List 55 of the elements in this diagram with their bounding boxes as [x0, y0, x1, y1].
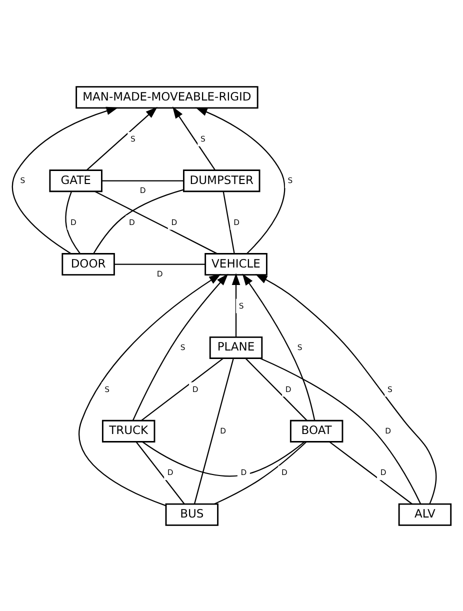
arrow — [86, 106, 158, 170]
edge-label: S — [180, 342, 186, 352]
node-box: GATE — [49, 169, 102, 192]
arrow — [172, 106, 216, 170]
node-box: BOAT — [290, 419, 344, 442]
arrow — [242, 273, 316, 420]
edge-label: S — [297, 342, 302, 352]
connector — [245, 357, 308, 420]
edge-label: S — [238, 300, 244, 310]
edge-label: D — [220, 426, 226, 435]
node-box: DUMPSTER — [183, 169, 260, 192]
edge-label: D — [167, 468, 174, 477]
edge-label: D — [285, 384, 292, 394]
edge-label: D — [282, 468, 288, 477]
node-box: DOOR — [62, 252, 115, 276]
edge-label: D — [140, 186, 146, 195]
edge-label: S — [388, 384, 392, 394]
node-box: ALV — [398, 502, 452, 526]
edge-label: S — [130, 134, 136, 143]
connector — [329, 440, 412, 504]
edge-label: D — [129, 217, 135, 226]
arrow — [132, 273, 228, 420]
node-box: TRUCK — [102, 419, 156, 442]
connector — [114, 263, 206, 264]
node-box: MAN-MADE-MOVEABLE-RIGID — [76, 86, 258, 108]
node-box: BUS — [165, 502, 218, 526]
edge-label: D — [156, 269, 163, 278]
edge-label: D — [70, 217, 76, 226]
arrow — [78, 273, 222, 506]
edge-label: D — [234, 217, 240, 226]
edge-label: D — [192, 384, 198, 394]
connector — [214, 440, 307, 504]
connector — [94, 190, 218, 254]
connector — [142, 440, 305, 476]
connector — [260, 357, 422, 504]
connector — [136, 440, 185, 504]
edge-label: S — [20, 176, 26, 185]
edge-label: D — [171, 217, 178, 226]
arrow — [195, 106, 286, 254]
connector — [140, 357, 224, 420]
edge-label: D — [385, 426, 392, 435]
edge-label: D — [380, 468, 386, 477]
edge-label: S — [200, 134, 206, 143]
edge-label: S — [104, 384, 110, 394]
connector — [222, 190, 235, 254]
node-box: VEHICLE — [204, 252, 268, 276]
arrow — [12, 106, 118, 254]
arrow — [232, 272, 240, 337]
connector — [93, 188, 184, 254]
edge-label: S — [288, 176, 293, 185]
edge-label: D — [240, 468, 247, 477]
arrow — [255, 274, 437, 504]
connector — [102, 180, 184, 181]
node-box: PLANE — [209, 336, 263, 358]
connector — [194, 358, 234, 504]
